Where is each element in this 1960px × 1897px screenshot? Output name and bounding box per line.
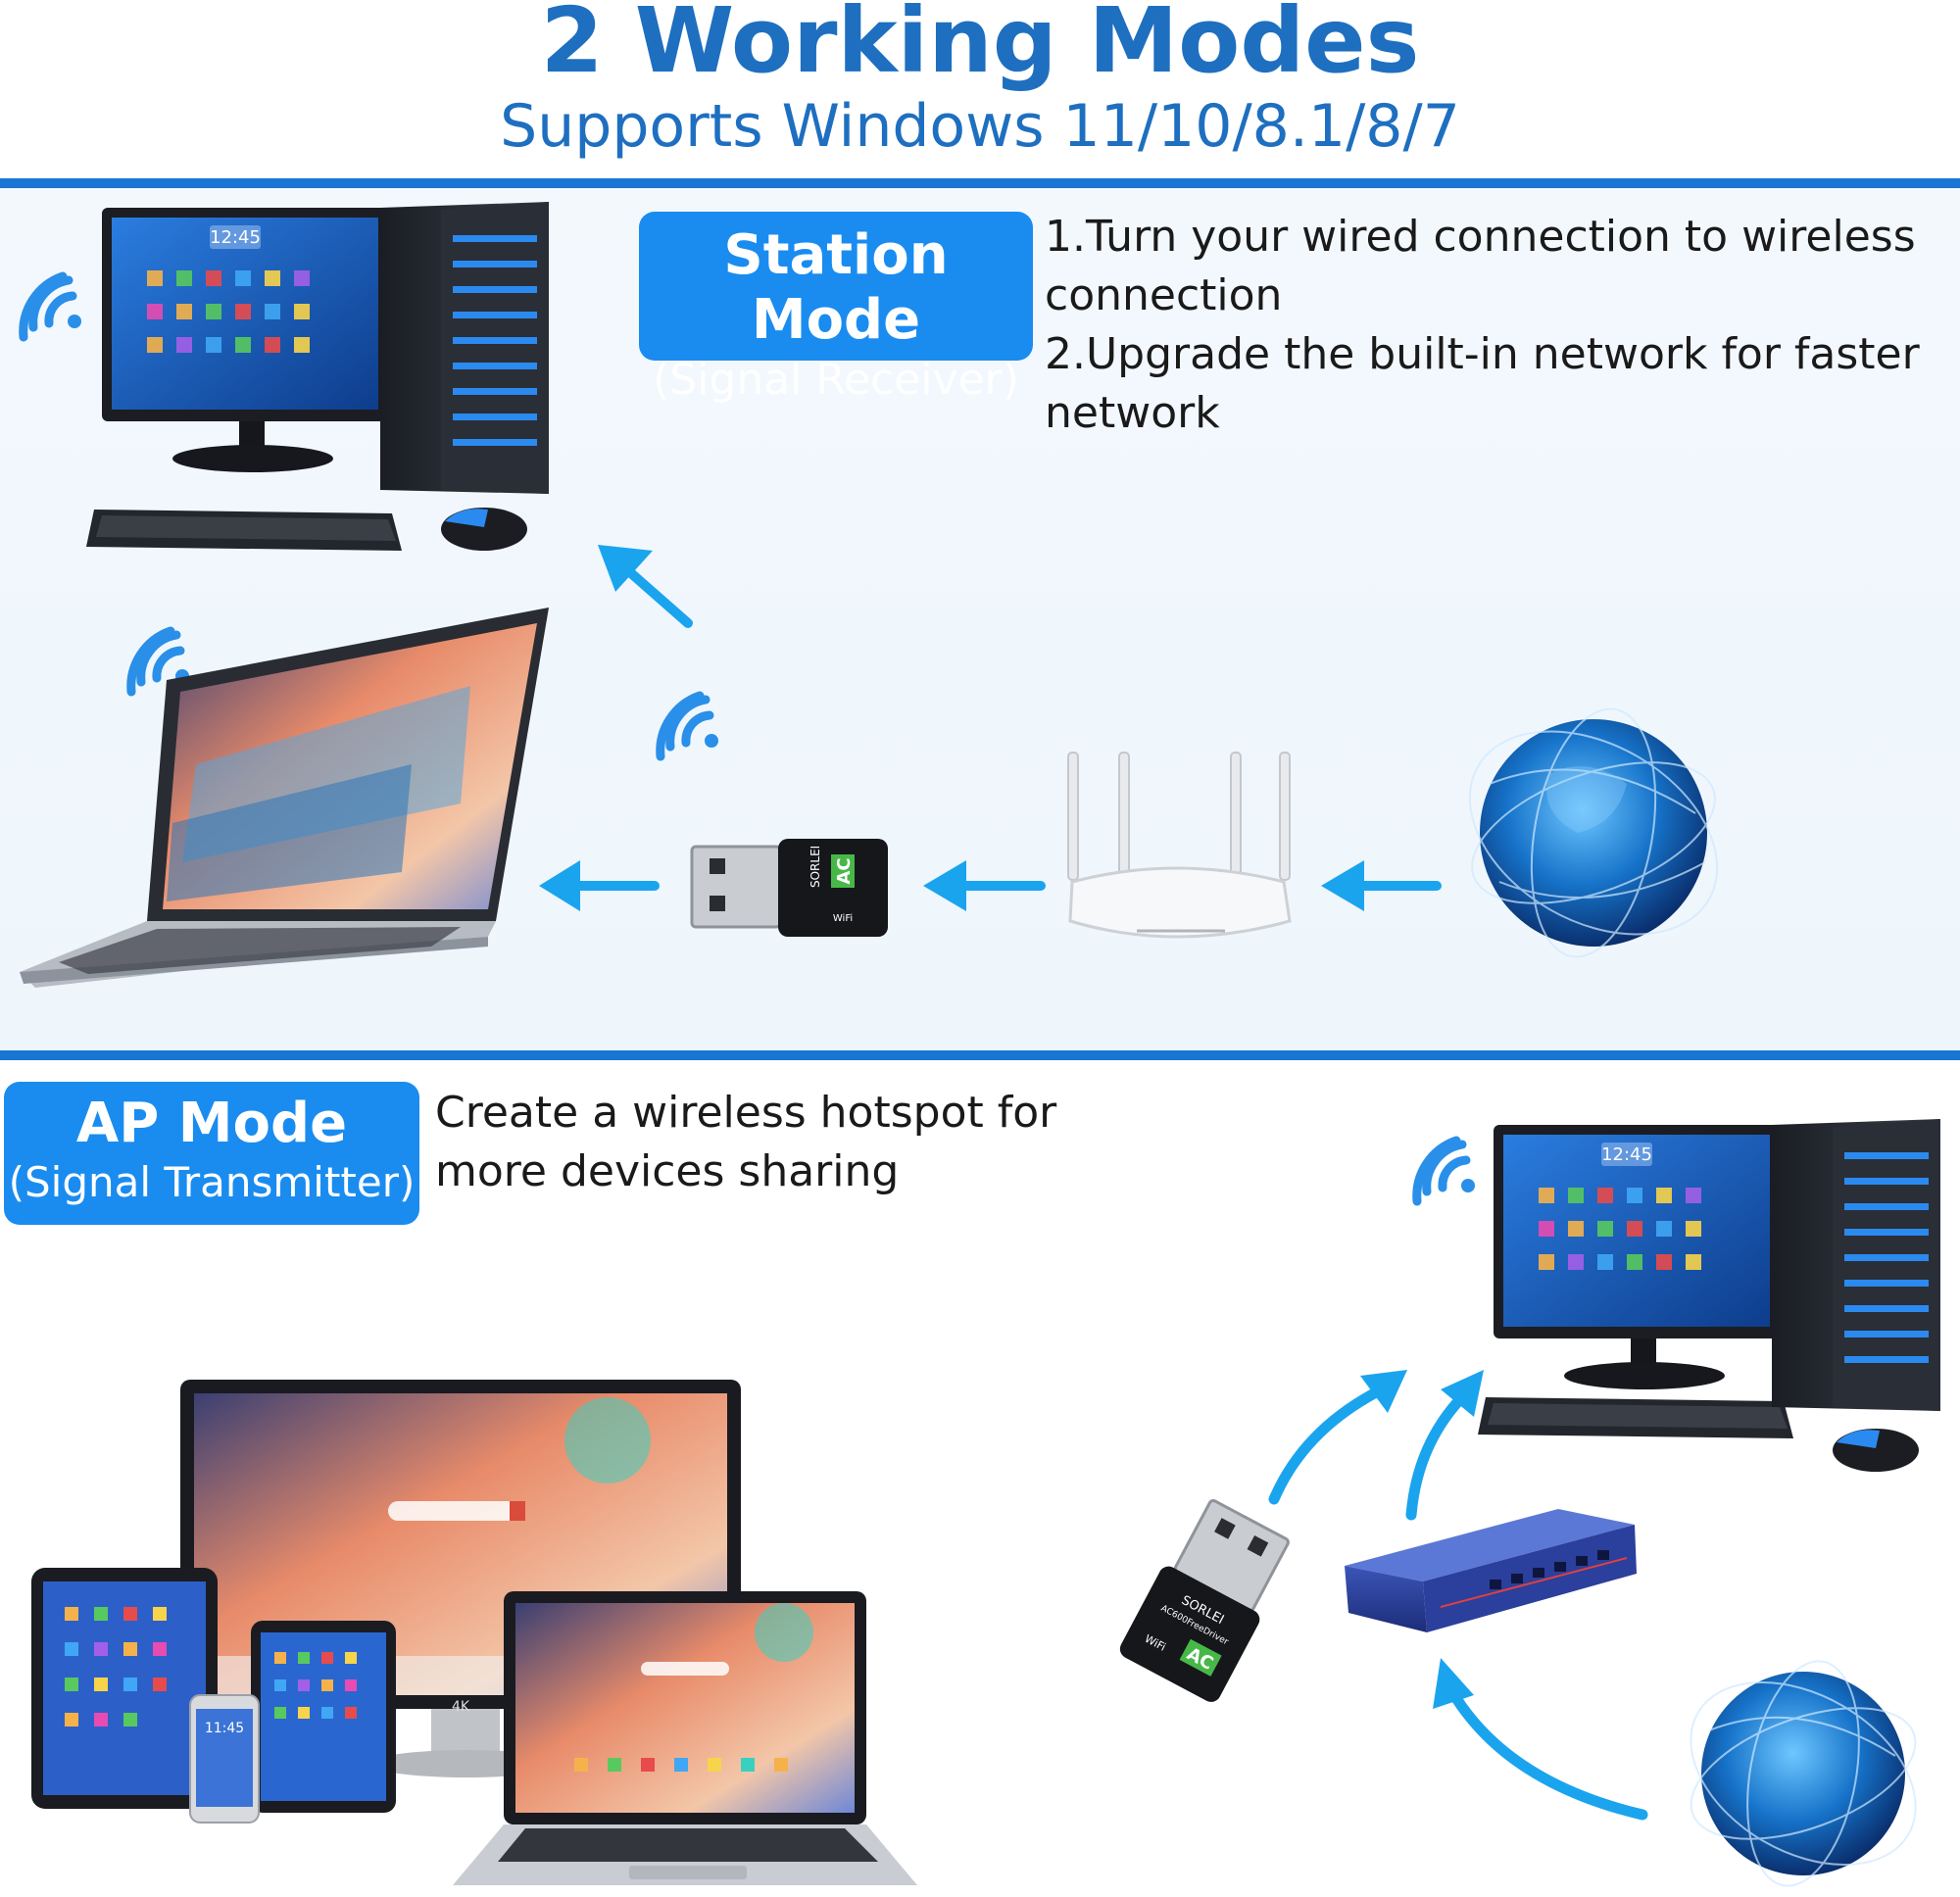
desktop-pc-icon: 12:45: [86, 202, 549, 551]
arrow-left-icon: [923, 860, 1046, 911]
tablet-icon: [251, 1621, 396, 1813]
page-title: 2 Working Modes: [540, 0, 1420, 93]
station-mode-subtitle: (Signal Receiver): [653, 355, 1019, 405]
station-desc-line-3: 2.Upgrade the built-in network for faste…: [1045, 329, 1920, 379]
usb-adapter-icon: AC SORLEI AC600FreeDriver WiFi: [1119, 1499, 1290, 1702]
arrow-left-icon: [1321, 860, 1442, 911]
station-desc-line-1: 1.Turn your wired connection to wireless: [1045, 212, 1916, 262]
station-mode-title: Station Mode: [723, 223, 949, 352]
desktop-pc-icon: 12:45: [1478, 1119, 1940, 1472]
arrow-curved-left-icon: [1433, 1658, 1648, 1821]
arrow-left-icon: [539, 860, 660, 911]
arrow-curved-up-icon: [1268, 1370, 1407, 1505]
usb-adapter-icon: AC SORLEI WiFi: [690, 839, 888, 937]
ap-desc-line-2: more devices sharing: [435, 1146, 900, 1196]
arrow-up-left-icon: [598, 545, 693, 628]
ap-mode-badge: AP Mode (Signal Transmitter): [4, 1082, 419, 1225]
globe-icon: [1468, 707, 1719, 958]
globe-icon: [1690, 1660, 1917, 1887]
page-subtitle: Supports Windows 11/10/8.1/8/7: [500, 92, 1460, 161]
wifi-icon: [1412, 1136, 1475, 1206]
arrow-curved-up-icon: [1405, 1370, 1484, 1521]
wifi-icon: [19, 271, 81, 342]
adapter-ac-label: AC: [834, 857, 855, 884]
phone-icon: 11:45: [189, 1694, 260, 1824]
adapter-wifi-label: WiFi: [833, 913, 853, 924]
wifi-icon: [656, 691, 718, 761]
station-mode-badge: Station Mode (Signal Receiver): [639, 212, 1033, 405]
laptop-icon: [20, 608, 549, 988]
ap-mode-description: Create a wireless hotspot for more devic…: [435, 1084, 1121, 1201]
router-icon: [1067, 752, 1292, 939]
station-desc-line-4: network: [1045, 388, 1220, 438]
station-desc-line-2: connection: [1045, 270, 1283, 320]
top-divider: [0, 178, 1960, 188]
laptop-icon: [453, 1591, 917, 1885]
network-switch-icon: [1345, 1509, 1637, 1632]
station-mode-description: 1.Turn your wired connection to wireless…: [1045, 208, 1956, 443]
middle-divider: [0, 1050, 1960, 1060]
monitor-clock: 12:45: [210, 227, 261, 248]
display-badge: 4K: [452, 1699, 470, 1715]
adapter-brand-label: SORLEI: [808, 846, 822, 888]
ap-mode-title: AP Mode: [75, 1092, 348, 1155]
wifi-icon: [126, 626, 189, 697]
phone-clock: 11:45: [205, 1721, 244, 1736]
tablet-icon: [31, 1568, 218, 1809]
ap-desc-line-1: Create a wireless hotspot for: [435, 1088, 1057, 1138]
ap-mode-subtitle: (Signal Transmitter): [8, 1158, 416, 1206]
monitor-clock: 12:45: [1601, 1144, 1652, 1165]
